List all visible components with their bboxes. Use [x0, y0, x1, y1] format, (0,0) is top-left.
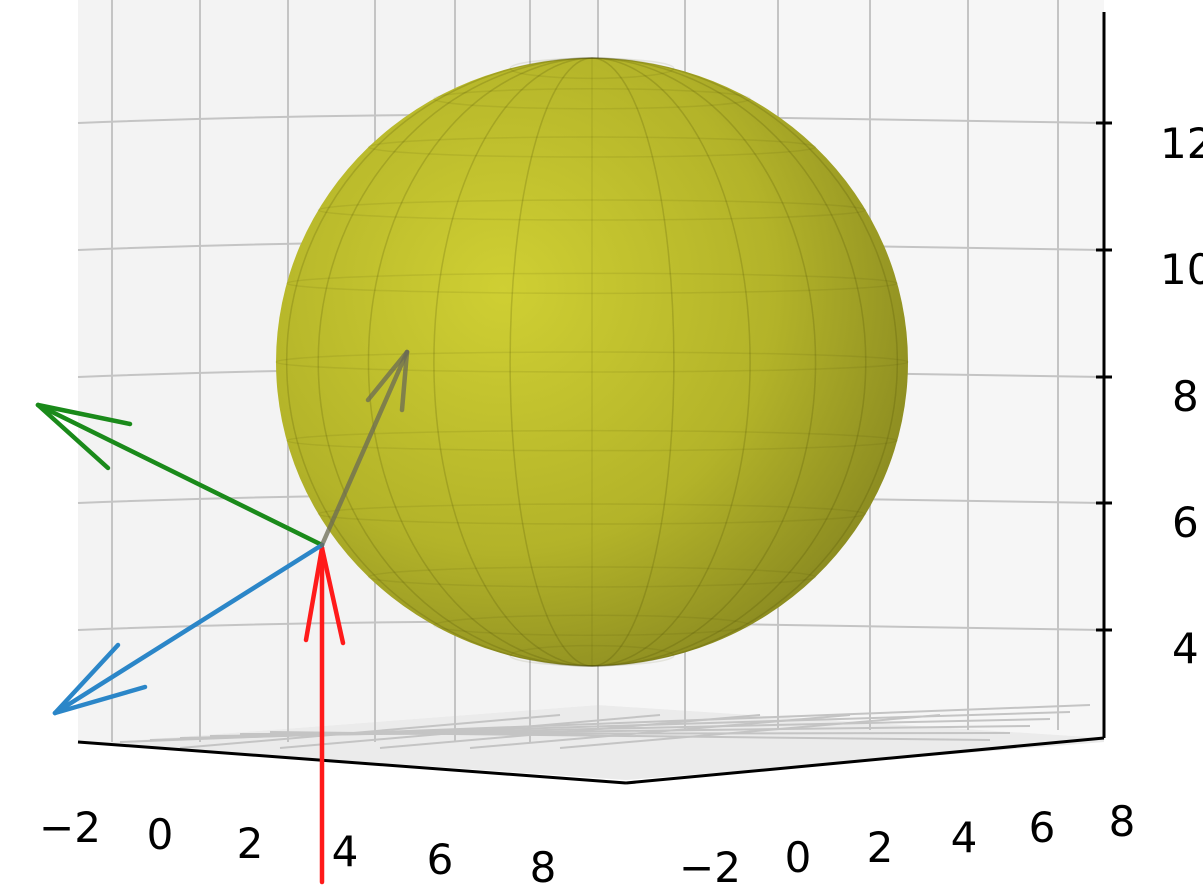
- grid-line: [379, 714, 761, 749]
- x-tick-label: 8: [530, 843, 557, 891]
- sphere-parallel: [275, 351, 909, 373]
- y-tick-label: 0: [785, 833, 812, 882]
- vector-red-head: [303, 545, 325, 643]
- sphere-meridian: [285, 57, 899, 667]
- sphere-meridian: [509, 57, 675, 667]
- z-tick-label: 12: [1160, 119, 1203, 168]
- axis-lines: [77, 12, 1112, 785]
- sphere-meridian: [317, 57, 867, 667]
- z-tick-label: 8: [1172, 372, 1199, 421]
- sphere-parallel: [286, 429, 898, 452]
- sphere-parallel: [286, 272, 898, 295]
- sphere-parallel: [509, 57, 675, 80]
- vector-arrows: [35, 349, 410, 885]
- sphere-meridian: [317, 57, 867, 667]
- grid-line: [269, 731, 991, 741]
- sphere-parallel: [433, 614, 751, 637]
- vector-blue: [52, 542, 325, 716]
- sphere-parallel: [433, 87, 751, 110]
- grid-line: [469, 714, 851, 749]
- sphere-meridian: [367, 57, 817, 667]
- x-tick-label: 0: [147, 810, 174, 859]
- y-tick-label: 2: [867, 823, 894, 872]
- x-tick-label: 2: [237, 819, 264, 868]
- z-tick-label: 6: [1172, 498, 1199, 547]
- vector-blue-head: [52, 642, 121, 716]
- vector-green: [35, 402, 325, 548]
- y-tick-label: −2: [679, 843, 741, 891]
- z-tick-label: 10: [1160, 245, 1203, 294]
- vector-green-head: [35, 402, 111, 471]
- sphere-meridian: [367, 57, 817, 667]
- sphere-parallel: [317, 503, 867, 525]
- z-tick-label: 4: [1172, 624, 1199, 673]
- sphere-meridian: [433, 57, 751, 667]
- vector-green-head: [35, 402, 133, 427]
- y-axis-ticks: −2 0 2 4 6 8: [679, 797, 1135, 891]
- sphere-meridian: [285, 57, 899, 667]
- sphere-mesh: [275, 57, 909, 667]
- z-axis-ticks: 4 6 8 10 12: [1160, 119, 1203, 673]
- y-tick-label: 6: [1029, 803, 1056, 852]
- vector-blue-head: [52, 684, 148, 716]
- sphere-meridian: [433, 57, 751, 667]
- x-tick-label: −2: [39, 803, 101, 852]
- y-tick-label: 8: [1109, 797, 1136, 846]
- y-tick-label: 4: [951, 813, 978, 862]
- x-axis-ticks: −2 0 2 4 6 8: [39, 803, 556, 891]
- sphere-parallel: [367, 566, 817, 588]
- sphere-parallel: [367, 136, 817, 158]
- grid-line: [559, 714, 941, 749]
- sphere-surface: [276, 58, 908, 666]
- sphere-parallel: [509, 644, 675, 667]
- y-axis-line: [625, 736, 1105, 785]
- x-axis-line: [77, 740, 627, 785]
- vector-red-head: [319, 545, 346, 646]
- x-tick-label: 4: [332, 827, 359, 876]
- vector-gray-head: [365, 349, 410, 403]
- grid-line: [279, 714, 661, 749]
- vector-gray: [319, 349, 410, 548]
- vector-gray-head: [399, 349, 410, 413]
- x-tick-label: 6: [427, 835, 454, 884]
- sphere-meridian: [509, 57, 675, 667]
- sphere-parallel: [317, 199, 867, 221]
- grid-line: [179, 714, 561, 749]
